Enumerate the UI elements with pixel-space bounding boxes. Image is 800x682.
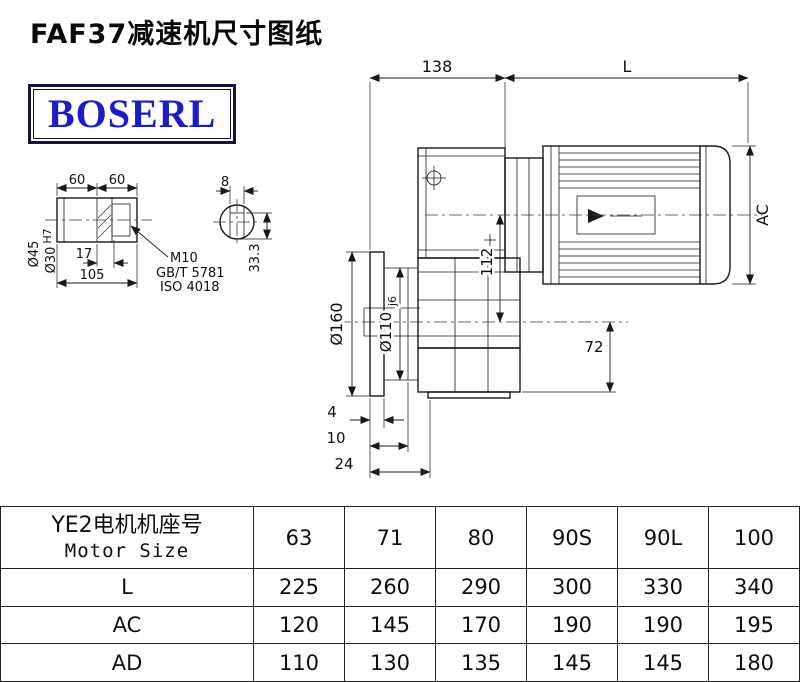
table-cell: 290 [436,569,527,607]
dim-dia30: Ø30 [44,247,59,274]
table-header-cn: YE2电机机座号 [51,513,203,539]
table-cell: 190 [618,606,709,645]
dim-17: 17 [76,247,93,262]
table-cell: 340 [709,569,800,607]
shaft-detail-drawing: 60 60 Ø45 Ø30 H7 17 105 M10 GB/T 5781 IS… [27,173,225,295]
motor-size-90s: 90S [527,507,618,569]
table-cell: 145 [618,644,709,682]
dim-112: 112 [478,248,496,277]
dim-60-left: 60 [69,173,86,188]
row-label-AC: AC [1,606,254,645]
table-cell: 120 [254,606,345,645]
dim-138: 138 [422,57,453,76]
dim-dia160: Ø160 [327,302,346,345]
thread-standard-iso: ISO 4018 [160,280,220,295]
technical-drawing: 60 60 Ø45 Ø30 H7 17 105 M10 GB/T 5781 IS… [27,57,772,478]
dim-dia110-fit: j6 [386,296,399,307]
dim-keyway-depth: 33.3 [248,244,263,273]
dim-dia110: Ø110 [377,312,395,352]
table-cell: 170 [436,606,527,645]
row-label-L: L [1,569,254,607]
table-cell: 130 [345,644,436,682]
table-cell: 330 [618,569,709,607]
table-header-motor-size: YE2电机机座号 Motor Size [1,507,254,569]
table-cell: 260 [345,569,436,607]
table-cell: 190 [527,606,618,645]
motor-size-90l: 90L [618,507,709,569]
boserl-logo: BOSERL [28,84,237,144]
dim-10: 10 [326,429,345,447]
dim-L: L [623,57,632,76]
thread-callout: M10 [170,251,198,266]
table-cell: 145 [527,644,618,682]
dim-dia30-fit: H7 [41,228,54,243]
dim-4: 4 [327,403,337,421]
row-label-AD: AD [1,644,254,682]
dim-60-right: 60 [109,173,126,188]
table-cell: 135 [436,644,527,682]
gearbox-outline [417,147,521,399]
thread-standard-gb: GB/T 5781 [156,266,225,281]
nameplate-arrow-icon [588,209,604,223]
boserl-logo-text: BOSERL [33,89,232,139]
table-cell: 225 [254,569,345,607]
motor-size-100: 100 [709,507,800,569]
dim-AC: AC [753,204,772,226]
main-assembly-drawing: 138 L [325,57,772,478]
table-cell: 110 [254,644,345,682]
shaft-section-detail: 8 33.3 [213,175,272,272]
dimension-table: YE2电机机座号 Motor Size 63 71 80 90S 90L 100… [0,506,800,682]
table-cell: 180 [709,644,800,682]
motor-size-63: 63 [254,507,345,569]
dim-105: 105 [80,268,105,283]
table-header-en: Motor Size [64,539,190,562]
dim-keyway-width: 8 [221,175,229,190]
dim-dia45: Ø45 [27,241,42,268]
table-cell: 300 [527,569,618,607]
motor-size-80: 80 [436,507,527,569]
dim-72: 72 [584,338,603,356]
motor-size-71: 71 [345,507,436,569]
table-cell: 145 [345,606,436,645]
table-cell: 195 [709,606,800,645]
dim-24: 24 [334,455,353,473]
page-title: FAF37减速机尺寸图纸 [30,19,324,50]
